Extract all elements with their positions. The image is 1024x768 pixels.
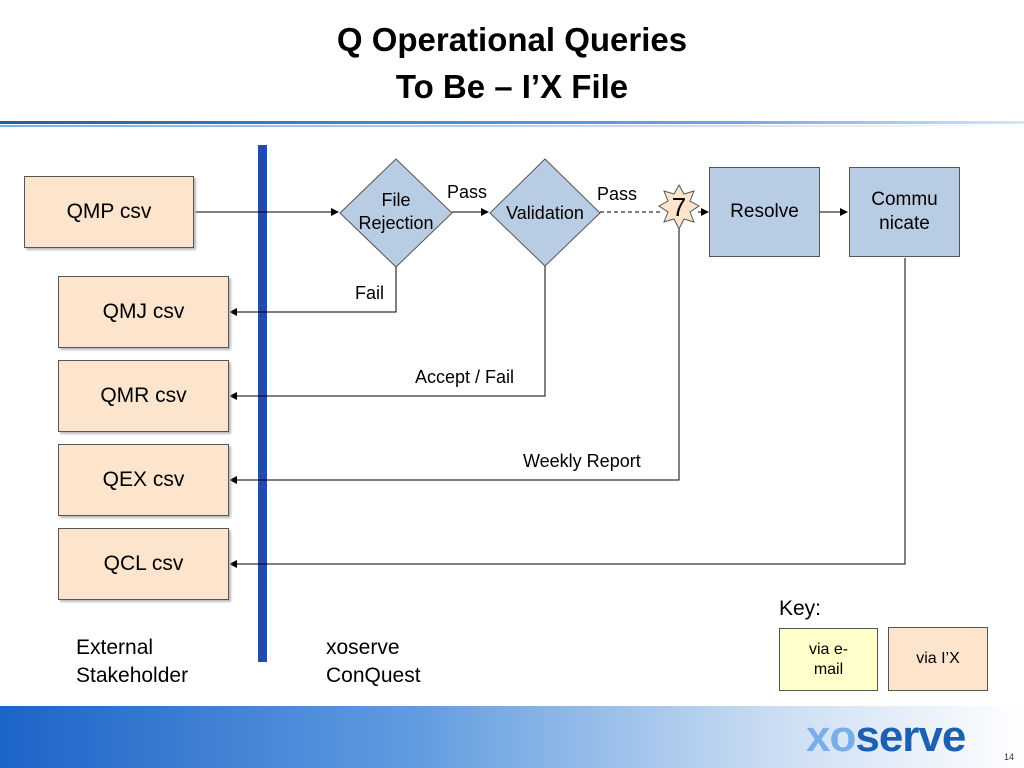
xoserve-logo: xoserve bbox=[806, 712, 966, 762]
title-rule bbox=[0, 121, 1024, 124]
validation-label: Validation bbox=[506, 203, 584, 223]
page-subtitle: To Be – I’X File bbox=[395, 68, 629, 105]
accept-fail-to-qmr-arrow bbox=[229, 266, 546, 400]
qmp-csv-box: QMP csv bbox=[24, 176, 194, 248]
footer-band bbox=[0, 706, 1024, 768]
logo-x-part: xo bbox=[806, 712, 856, 761]
swimlane-divider bbox=[258, 145, 267, 662]
key-ix-box: via I’X bbox=[888, 627, 988, 691]
qcl-csv-box: QCL csv bbox=[58, 528, 229, 600]
qex-csv-box: QEX csv bbox=[58, 444, 229, 516]
resolve-box: Resolve bbox=[709, 167, 820, 257]
logo-serve-part: serve bbox=[855, 712, 966, 761]
external-stakeholder-label: External Stakeholder bbox=[76, 636, 189, 687]
qmr-csv-box: QMR csv bbox=[58, 360, 229, 432]
title-rule-light bbox=[0, 125, 1024, 127]
fail-label: Fail bbox=[355, 283, 385, 303]
page-title: Q Operational Queries bbox=[336, 21, 688, 58]
qmj-csv-box: QMJ csv bbox=[58, 276, 229, 348]
weekly-report-to-qex-arrow bbox=[229, 229, 680, 484]
page-number: 14 bbox=[1004, 752, 1015, 762]
communicate-box: Commu nicate bbox=[849, 167, 960, 257]
communicate-to-qcl-arrow bbox=[229, 258, 906, 568]
step-number: 7 bbox=[671, 192, 687, 222]
key-email-box: via e- mail bbox=[779, 628, 878, 691]
pass-label-2: Pass bbox=[597, 184, 638, 204]
fail-to-qmj-arrow bbox=[229, 267, 397, 316]
accept-fail-label: Accept / Fail bbox=[415, 367, 515, 387]
file-rejection-label: File Rejection bbox=[358, 190, 434, 233]
pass-label-1: Pass bbox=[447, 182, 488, 202]
xoserve-conquest-label: xoserve ConQuest bbox=[326, 636, 421, 687]
weekly-report-label: Weekly Report bbox=[523, 451, 641, 471]
key-title: Key: bbox=[779, 597, 822, 620]
